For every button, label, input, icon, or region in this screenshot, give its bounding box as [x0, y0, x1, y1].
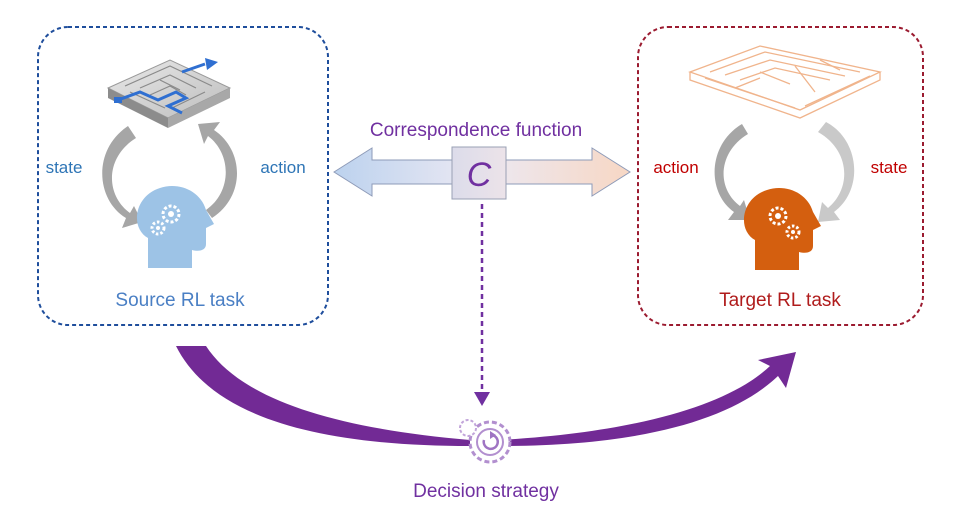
head-gears-icon	[743, 188, 821, 270]
decision-section: Decision strategy	[176, 346, 796, 502]
target-action-label: action	[653, 158, 698, 177]
target-action-arrow	[714, 124, 750, 220]
source-task-panel: state action Source RL task	[37, 26, 329, 326]
decision-sweep-arrow	[176, 346, 470, 446]
dashed-arrow-head	[474, 392, 490, 406]
source-task-border	[37, 26, 329, 326]
correspondence-section: Correspondence function C	[333, 120, 631, 406]
correspondence-box	[451, 146, 507, 200]
target-task-border	[637, 26, 924, 326]
decision-sweep-arrow-right	[500, 352, 796, 446]
target-task-title: Target RL task	[719, 290, 841, 311]
target-task-panel: action state Target RL task	[637, 26, 924, 326]
decision-label: Decision strategy	[413, 481, 559, 502]
head-gears-icon	[136, 186, 214, 268]
source-action-label: action	[260, 158, 305, 177]
maze-3d-icon	[106, 58, 232, 128]
cycle-arrow-icon	[482, 433, 499, 451]
maze-wireframe-icon	[688, 45, 883, 119]
source-task-title: Source RL task	[115, 290, 245, 311]
source-state-label: state	[46, 158, 83, 177]
correspondence-label: Correspondence function	[370, 120, 582, 141]
source-action-arrow	[198, 122, 237, 218]
target-state-label: state	[871, 158, 908, 177]
correspondence-symbol: C	[467, 156, 492, 194]
gear-icon	[459, 419, 512, 464]
target-state-arrow	[818, 122, 855, 222]
source-state-arrow	[102, 126, 142, 228]
